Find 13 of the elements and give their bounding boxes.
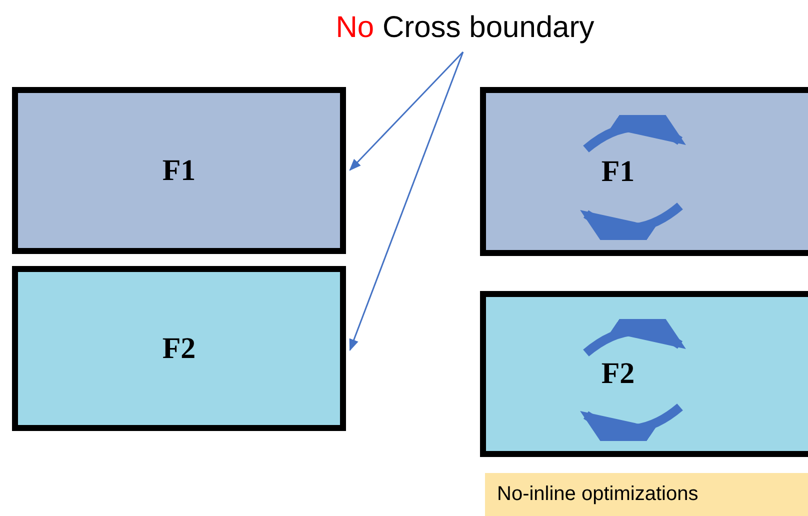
leader-arrow bbox=[349, 51, 464, 171]
note-text: No-inline optimizations bbox=[497, 483, 698, 506]
function-label: F1 bbox=[601, 154, 635, 188]
leader-arrow bbox=[349, 52, 464, 352]
function-box bbox=[480, 87, 808, 256]
function-label: F2 bbox=[601, 357, 635, 391]
annotation-text: No Cross boundary bbox=[336, 11, 594, 45]
function-label: F2 bbox=[162, 332, 196, 366]
note-box bbox=[485, 473, 808, 516]
function-box bbox=[12, 266, 346, 431]
function-box bbox=[12, 87, 346, 254]
function-label: F1 bbox=[162, 154, 196, 188]
function-box bbox=[480, 291, 808, 457]
